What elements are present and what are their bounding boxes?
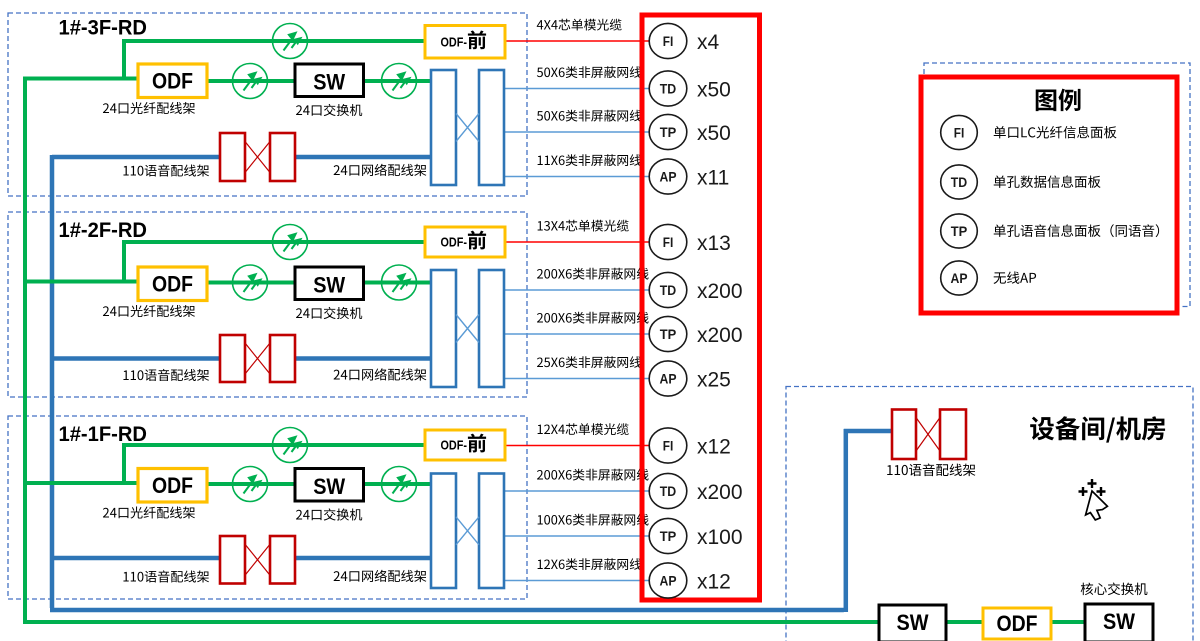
svg-text:TD: TD bbox=[660, 81, 677, 96]
svg-text:x200: x200 bbox=[697, 280, 743, 303]
svg-text:ODF: ODF bbox=[997, 611, 1038, 636]
svg-text:ODF: ODF bbox=[152, 69, 193, 94]
svg-text:TP: TP bbox=[660, 529, 677, 544]
svg-text:x4: x4 bbox=[697, 31, 720, 54]
svg-text:x11: x11 bbox=[697, 167, 729, 190]
svg-text:FI: FI bbox=[663, 438, 674, 453]
svg-text:1#-3F-RD: 1#-3F-RD bbox=[59, 17, 148, 40]
svg-text:1#-1F-RD: 1#-1F-RD bbox=[59, 423, 148, 446]
svg-text:TP: TP bbox=[660, 327, 677, 342]
svg-text:x200: x200 bbox=[697, 481, 743, 504]
svg-text:ODF-: ODF- bbox=[441, 235, 468, 250]
svg-text:ODF: ODF bbox=[152, 272, 193, 297]
svg-text:FI: FI bbox=[663, 34, 674, 49]
svg-text:SW: SW bbox=[1103, 609, 1136, 634]
svg-text:x13: x13 bbox=[697, 232, 731, 255]
svg-text:SW: SW bbox=[897, 610, 930, 635]
svg-text:AP: AP bbox=[660, 169, 677, 184]
svg-text:TD: TD bbox=[951, 175, 968, 190]
svg-text:TD: TD bbox=[660, 283, 677, 298]
svg-text:TP: TP bbox=[951, 224, 968, 239]
svg-text:FI: FI bbox=[954, 125, 965, 140]
svg-text:x50: x50 bbox=[697, 122, 731, 145]
svg-text:FI: FI bbox=[663, 235, 674, 250]
svg-text:TD: TD bbox=[660, 484, 677, 499]
svg-text:x200: x200 bbox=[697, 324, 743, 347]
svg-text:x100: x100 bbox=[697, 526, 743, 549]
svg-text:SW: SW bbox=[313, 273, 346, 298]
svg-text:AP: AP bbox=[660, 371, 677, 386]
svg-text:x25: x25 bbox=[697, 369, 731, 392]
svg-text:ODF-: ODF- bbox=[441, 438, 468, 453]
svg-text:1#-2F-RD: 1#-2F-RD bbox=[59, 219, 148, 242]
svg-text:x12: x12 bbox=[697, 436, 731, 459]
svg-text:AP: AP bbox=[660, 573, 677, 588]
svg-text:x12: x12 bbox=[697, 571, 731, 594]
svg-text:ODF: ODF bbox=[152, 473, 193, 498]
svg-text:ODF-: ODF- bbox=[441, 35, 468, 50]
svg-text:TP: TP bbox=[660, 125, 677, 140]
svg-text:SW: SW bbox=[313, 70, 346, 95]
svg-text:x50: x50 bbox=[697, 79, 731, 102]
svg-text:AP: AP bbox=[951, 271, 968, 286]
svg-text:SW: SW bbox=[313, 474, 346, 499]
